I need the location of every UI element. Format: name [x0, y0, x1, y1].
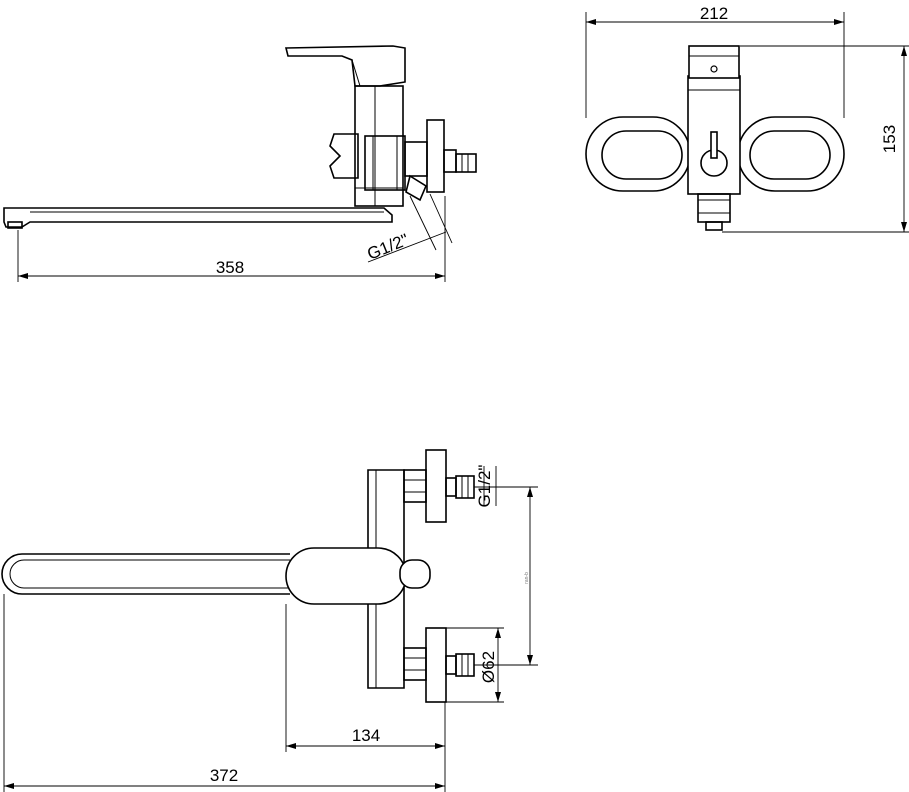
- front-view: [585, 12, 909, 233]
- top-handle: [285, 547, 407, 605]
- top-spout: [1, 553, 290, 595]
- top-upper-inlet: [455, 475, 475, 499]
- side-spout-aerator: [7, 221, 23, 229]
- top-lower-nut: [403, 647, 427, 681]
- side-inlet-thread: [455, 153, 477, 173]
- front-lever: [688, 45, 740, 79]
- side-diverter: [329, 133, 359, 179]
- side-lever: [284, 45, 406, 87]
- top-upper-nut: [403, 469, 427, 503]
- top-body: [367, 469, 405, 689]
- dim-358-label: 358: [216, 258, 244, 277]
- top-lower-inlet: [455, 653, 475, 677]
- dim-212-label: 212: [700, 4, 728, 23]
- side-spout: [3, 207, 393, 228]
- top-view: [1, 449, 538, 792]
- dim-g12-side-label: G1/2": [364, 230, 411, 264]
- side-flange: [426, 119, 445, 193]
- dim-62-label: Ø62: [479, 651, 498, 683]
- side-inlet: [443, 149, 457, 173]
- side-connector: [404, 141, 428, 177]
- side-eccentric: [405, 174, 428, 202]
- front-outlet: [697, 193, 731, 223]
- side-body: [354, 85, 404, 207]
- center-distance-note: ran-b: [524, 572, 530, 584]
- front-right-flange: [737, 116, 845, 192]
- dim-153-label: 153: [880, 125, 899, 153]
- side-nut: [364, 135, 406, 191]
- top-knob: [399, 559, 431, 589]
- dim-g12-top-label: G1/2": [475, 465, 494, 508]
- dim-372-label: 372: [210, 766, 238, 785]
- dim-134-label: 134: [352, 726, 380, 745]
- side-view: [3, 45, 477, 282]
- top-lower-flange: [425, 627, 447, 703]
- top-upper-flange: [425, 449, 447, 523]
